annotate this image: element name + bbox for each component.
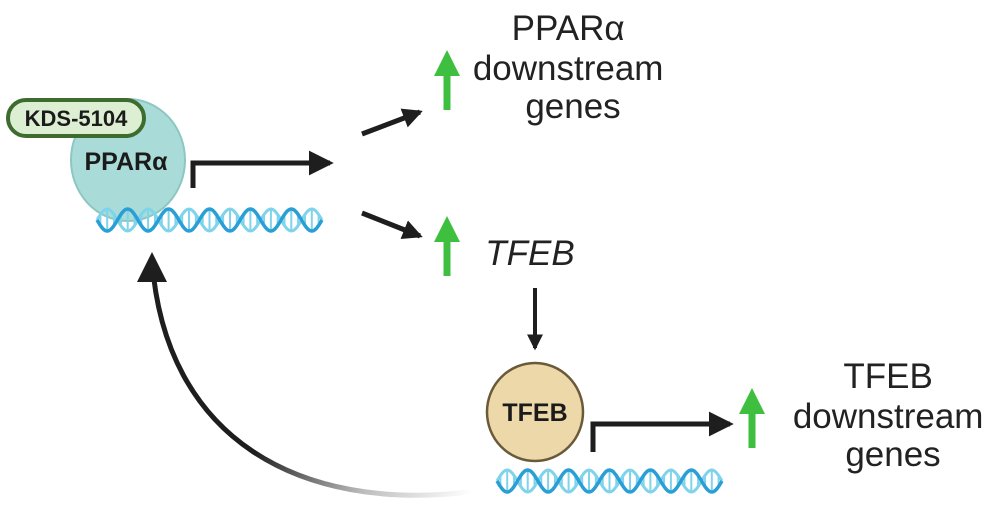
ppara-targets-label: PPARα downstream genes [473, 9, 673, 126]
up-arrow-icon-ppara-targets [434, 50, 460, 110]
kds5104-ligand: KDS-5104 [6, 98, 146, 138]
dna-strand [95, 207, 324, 233]
dna-helix-tfeb [495, 468, 724, 494]
tfeb-protein: TFEB [485, 361, 585, 463]
up-arrow-icon-tfeb-gene [434, 216, 460, 276]
tfeb-gene-label: TFEB [485, 234, 574, 273]
dna-strand [495, 468, 724, 494]
tfeb-targets-label: TFEB downstream genes [793, 357, 993, 474]
ppara-receptor-label: PPARα [85, 148, 169, 176]
up-arrow-icon-tfeb-targets [739, 388, 765, 448]
feedback-arrowhead [137, 252, 167, 282]
feedback-curve [149, 259, 471, 498]
tfeb-protein-shape [485, 361, 585, 463]
tfeb-protein-label: TFEB [502, 399, 567, 427]
dna-strand [495, 468, 724, 494]
arrow-to-ppara-targets [361, 108, 423, 137]
ppara-transcription-arrow [190, 150, 334, 188]
ligand-pill-shape [6, 98, 146, 138]
dna-strand [95, 207, 324, 233]
dna-helix-ppara [95, 207, 324, 233]
arrow-to-tfeb-gene [361, 210, 423, 240]
ligand-label: KDS-5104 [25, 106, 128, 131]
tfeb-transcription-arrow [590, 411, 734, 452]
